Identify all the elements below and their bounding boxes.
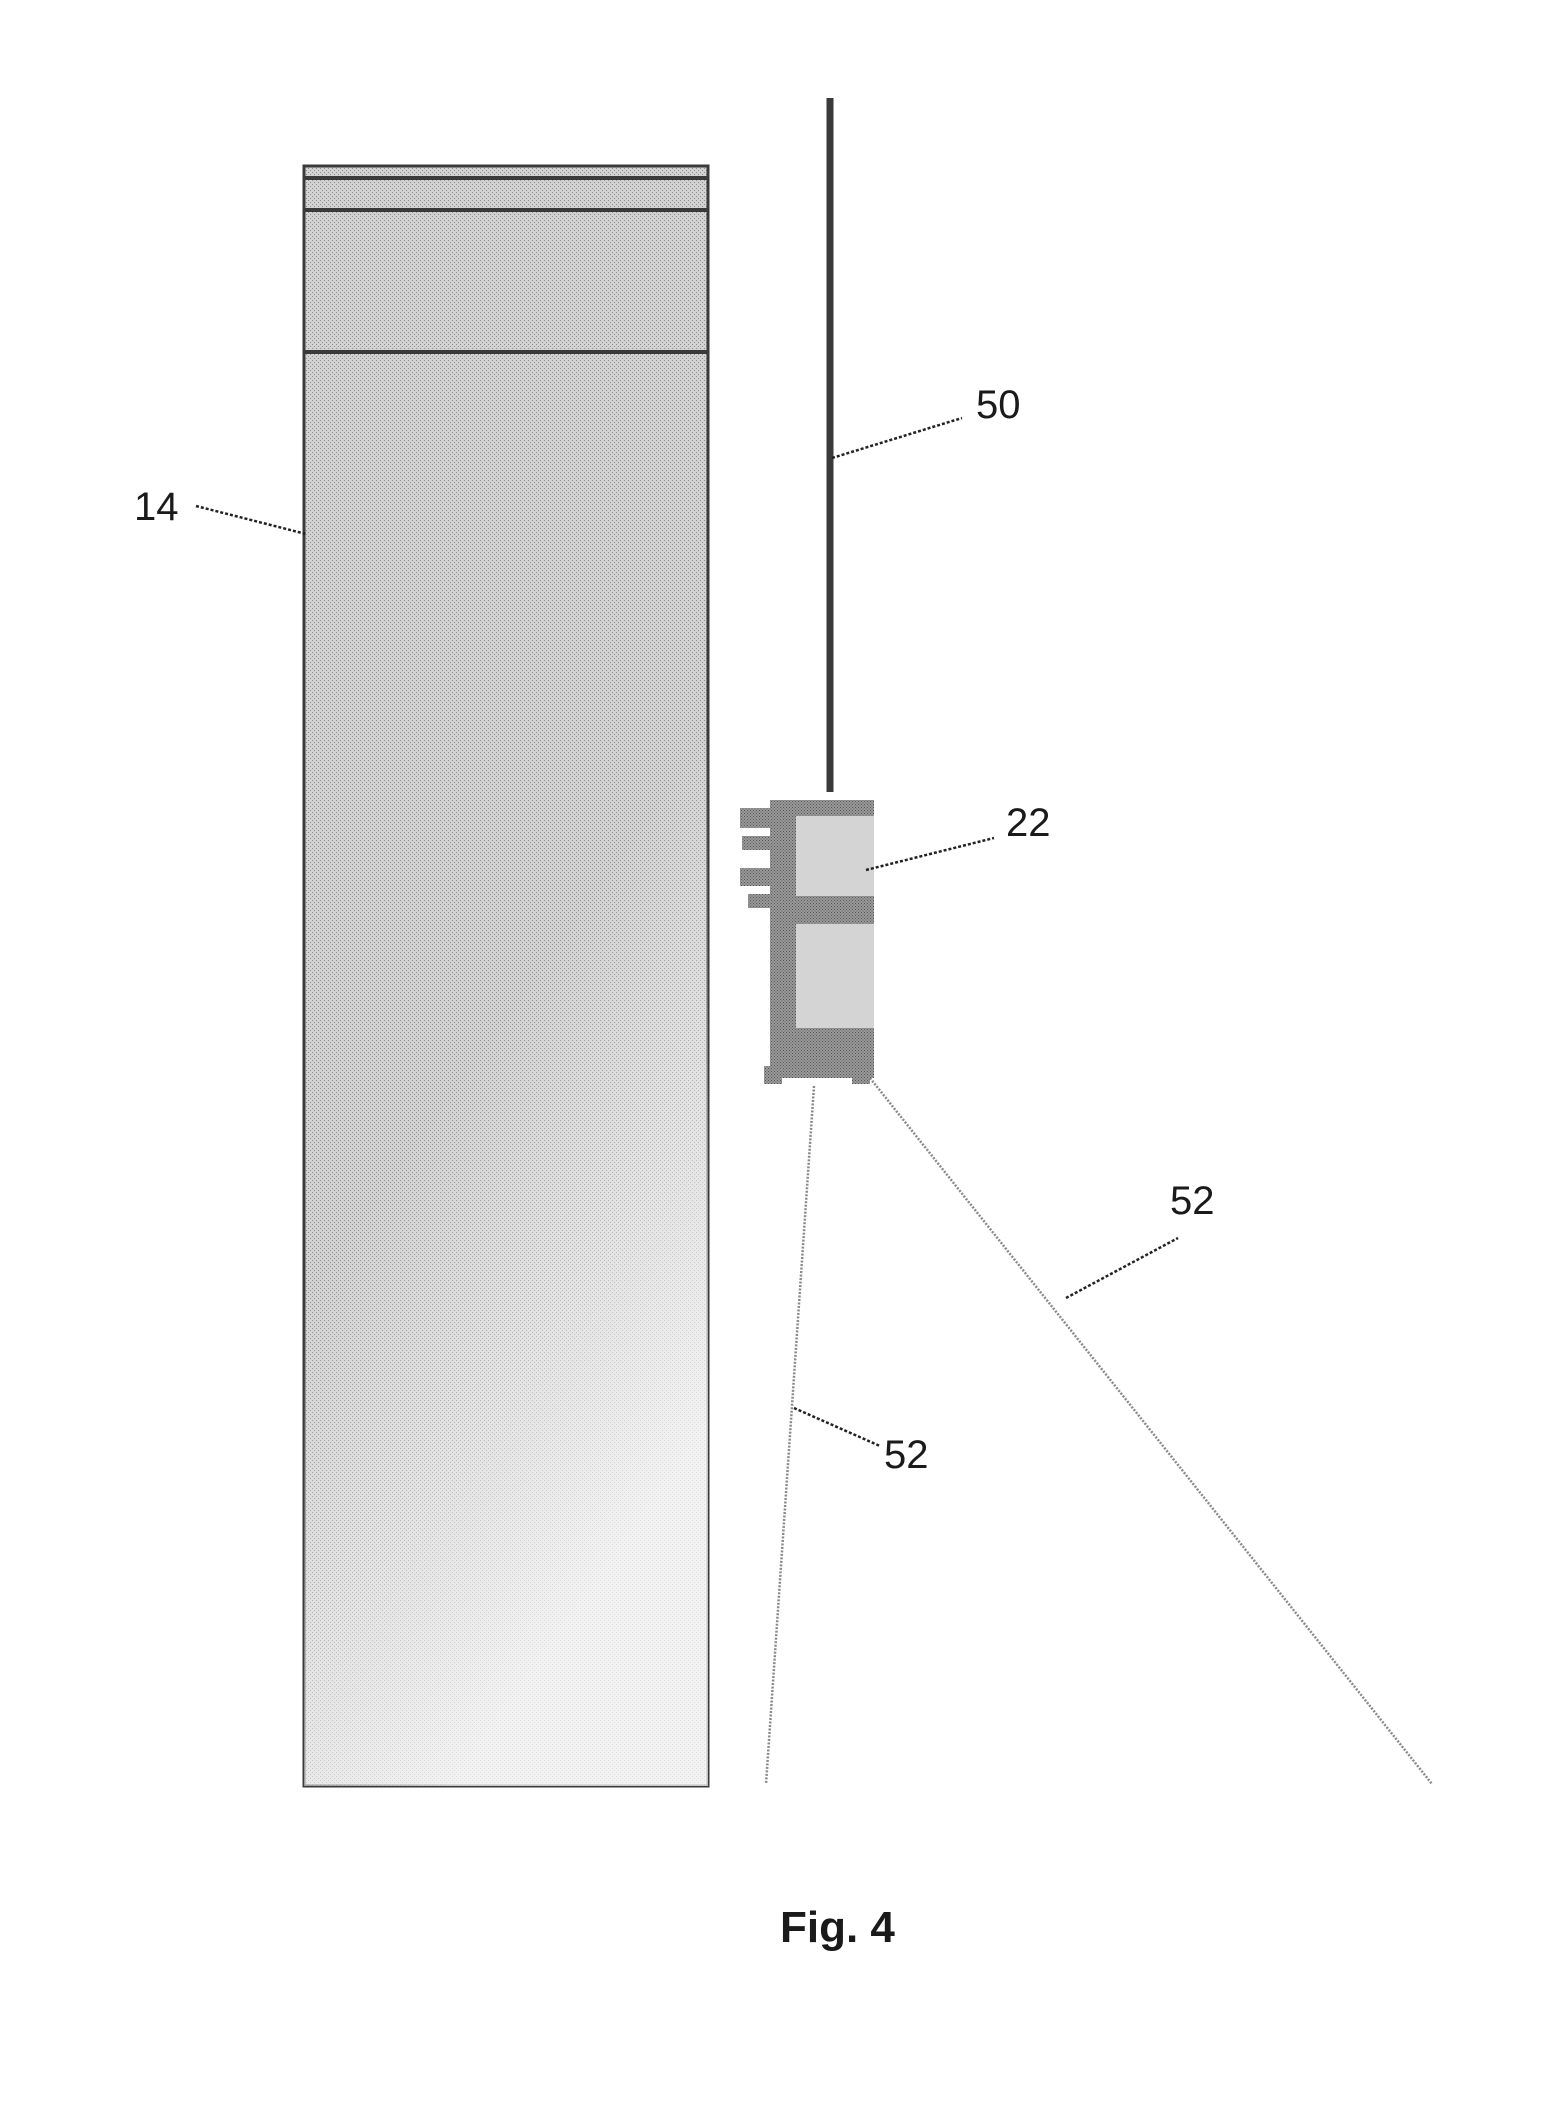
label-beam-left: 52 [884,1433,929,1477]
label-tank: 14 [134,485,179,529]
beam-left [764,1085,816,1785]
leader-tank [195,504,307,536]
leader-beam-left [793,1406,881,1448]
leader-beam-right [1065,1236,1179,1300]
beam-right [869,1077,1433,1785]
tank-column [302,164,710,1788]
figure-caption: Fig. 4 [780,1903,895,1952]
leader-device [865,836,995,872]
leader-cable [831,416,963,460]
label-cable: 50 [976,383,1021,427]
sensor-device [740,800,874,1084]
label-device: 22 [1006,801,1051,845]
label-beam-right: 52 [1170,1179,1215,1223]
